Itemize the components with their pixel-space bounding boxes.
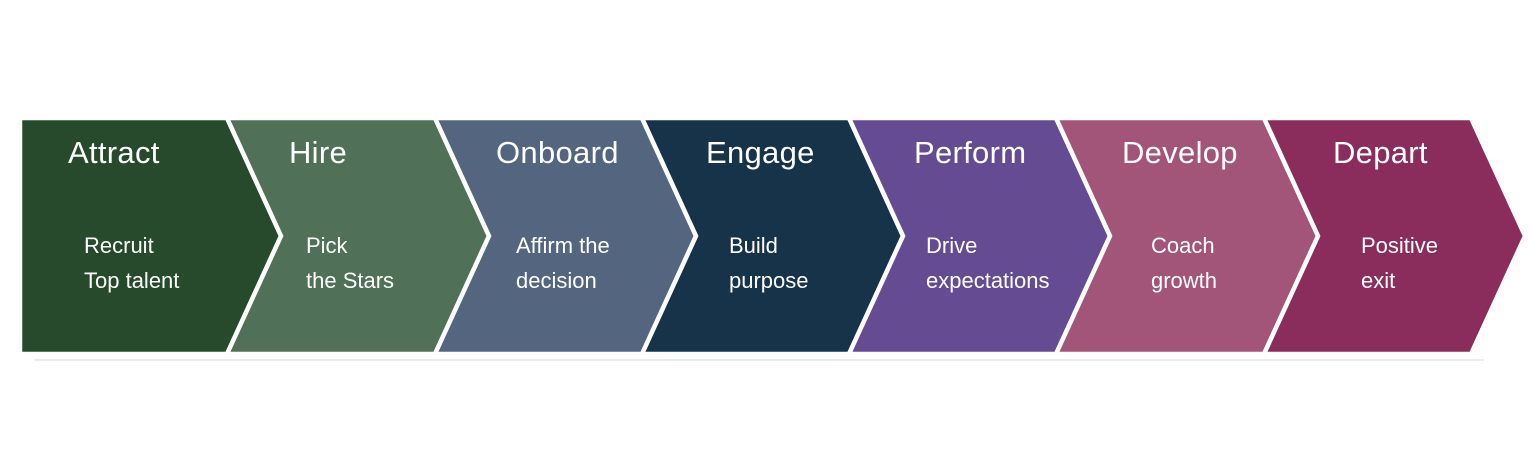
- stage-subtitle-onboard: Affirm the decision: [516, 233, 610, 293]
- stage-title-attract: Attract: [68, 135, 160, 170]
- stage-title-depart: Depart: [1333, 135, 1428, 170]
- stage-subtitle-attract: Recruit Top talent: [84, 233, 180, 293]
- stage-subtitle-engage: Build purpose: [729, 233, 809, 293]
- stage-shape-depart: [1260, 115, 1528, 357]
- stage-subtitle-perform: Drive expectations: [926, 233, 1050, 293]
- stage-subtitle-depart: Positive exit: [1361, 233, 1439, 293]
- stage-subtitle-hire: Pick the Stars: [306, 233, 395, 293]
- stage-title-develop: Develop: [1122, 135, 1238, 170]
- band-shadow-line: [34, 359, 1484, 361]
- stage-subtitle-develop: Coach growth: [1151, 233, 1218, 293]
- stage-title-perform: Perform: [914, 135, 1027, 170]
- stage-title-engage: Engage: [706, 135, 815, 170]
- stage-title-hire: Hire: [289, 135, 348, 170]
- stage-title-onboard: Onboard: [496, 135, 619, 170]
